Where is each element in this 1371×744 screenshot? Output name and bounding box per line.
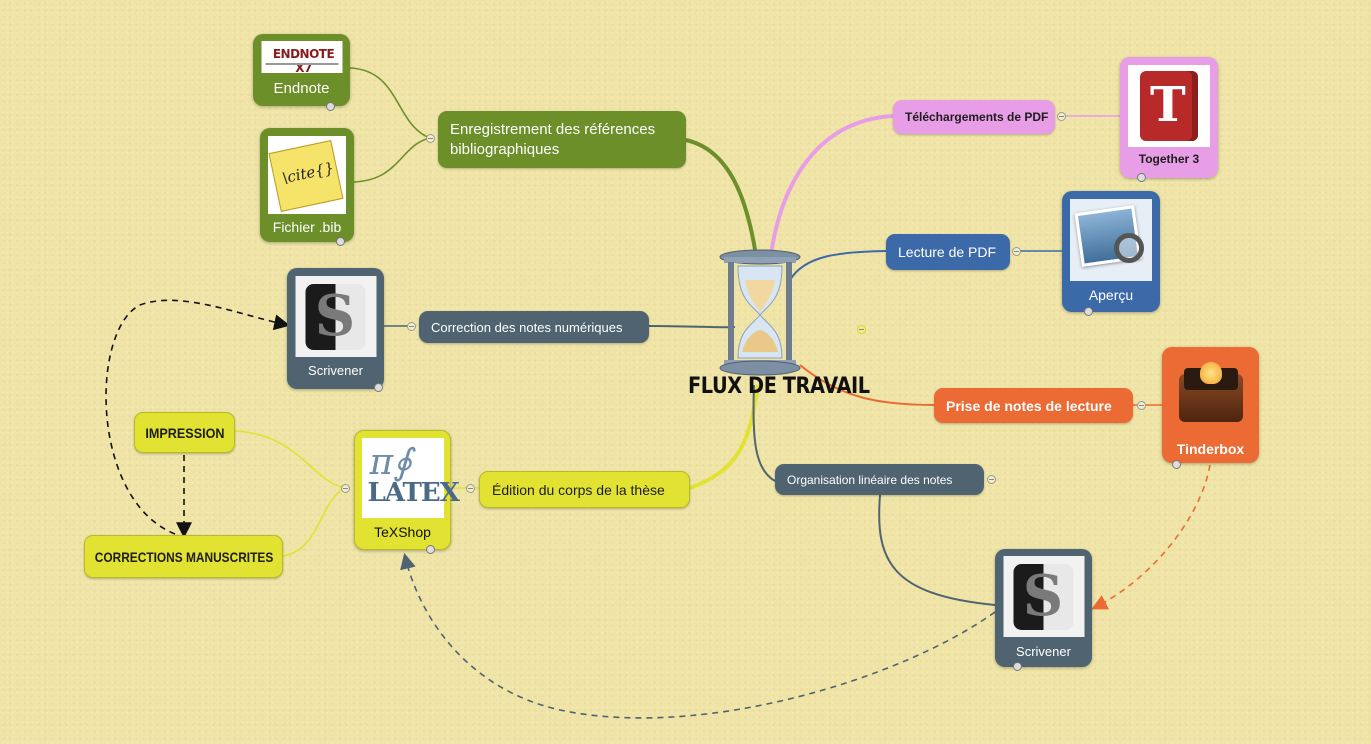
app-endnote-label: Endnote bbox=[273, 80, 330, 97]
tinderbox-icon bbox=[1169, 354, 1252, 432]
app-together-label: Together 3 bbox=[1138, 152, 1200, 166]
arrow-tinderbox-to-scrivener bbox=[1091, 464, 1211, 610]
app-together[interactable]: T Together 3 bbox=[1120, 57, 1218, 178]
node-organisation-label: Organisation linéaire des notes bbox=[787, 472, 953, 487]
conn-bib bbox=[353, 137, 431, 183]
branch-edition bbox=[689, 384, 760, 490]
branch-references bbox=[685, 138, 759, 263]
branch-telechargement bbox=[768, 114, 894, 263]
branch-organisation bbox=[752, 384, 776, 482]
node-organisation[interactable]: Organisation linéaire des notes bbox=[775, 464, 984, 495]
conn-corrections bbox=[282, 487, 346, 557]
attachment-icon[interactable] bbox=[1084, 307, 1093, 316]
scrivener-icon: S bbox=[295, 276, 376, 357]
app-scrivener-top[interactable]: S Scrivener bbox=[287, 268, 384, 389]
collapse-toggle[interactable] bbox=[987, 475, 996, 484]
conn-organisation bbox=[878, 494, 996, 606]
node-lecture[interactable]: Lecture de PDF bbox=[886, 234, 1010, 270]
node-telechargement[interactable]: Téléchargements de PDF bbox=[893, 100, 1055, 134]
scrivener-icon: S bbox=[1003, 556, 1084, 637]
arrow-scrivener-to-texshop bbox=[400, 552, 996, 719]
node-edition-label: Édition du corps de la thèse bbox=[492, 481, 665, 498]
node-corrections-label: CORRECTIONS MANUSCRITES bbox=[94, 548, 273, 565]
latex-icon: π∮ LATEX bbox=[361, 438, 460, 518]
preview-icon bbox=[1070, 199, 1152, 281]
node-edition[interactable]: Édition du corps de la thèse bbox=[479, 471, 690, 508]
collapse-toggle[interactable] bbox=[407, 322, 416, 331]
collapse-toggle[interactable] bbox=[426, 134, 435, 143]
app-fichier-bib[interactable]: \cite{} Fichier .bib bbox=[260, 128, 354, 242]
app-scrivener-bottom-label: Scrivener bbox=[1016, 644, 1071, 659]
collapse-toggle[interactable] bbox=[466, 484, 475, 493]
together-icon: T bbox=[1128, 65, 1210, 147]
branch-lecture bbox=[789, 250, 887, 281]
node-references[interactable]: Enregistrement des références bibliograp… bbox=[438, 111, 686, 168]
node-impression[interactable]: IMPRESSION bbox=[134, 412, 235, 453]
app-texshop[interactable]: π∮ LATEX TeXShop bbox=[354, 430, 460, 550]
app-scrivener-bottom[interactable]: S Scrivener bbox=[995, 549, 1092, 667]
app-scrivener-top-label: Scrivener bbox=[308, 363, 363, 378]
attachment-icon[interactable] bbox=[1013, 662, 1022, 671]
node-correction-label: Correction des notes numériques bbox=[431, 319, 623, 335]
conn-endnote bbox=[349, 67, 431, 139]
collapse-toggle[interactable] bbox=[1057, 112, 1066, 121]
node-prise-notes-label: Prise de notes de lecture bbox=[946, 397, 1112, 414]
endnote-logo-icon: ENDNOTE X7 bbox=[261, 41, 342, 75]
app-apercu[interactable]: Aperçu bbox=[1062, 191, 1160, 312]
central-title[interactable]: FLUX DE TRAVAIL bbox=[688, 374, 870, 399]
node-corrections-manuscrites[interactable]: CORRECTIONS MANUSCRITES bbox=[84, 535, 283, 578]
collapse-toggle[interactable] bbox=[1012, 247, 1021, 256]
conn-impression bbox=[234, 430, 346, 489]
collapse-toggle[interactable] bbox=[341, 484, 350, 493]
app-texshop-label: TeXShop bbox=[374, 524, 431, 540]
collapse-toggle[interactable] bbox=[1137, 401, 1146, 410]
node-prise-notes[interactable]: Prise de notes de lecture bbox=[934, 388, 1133, 423]
hourglass-icon bbox=[719, 249, 801, 376]
node-lecture-label: Lecture de PDF bbox=[898, 244, 997, 260]
app-fichier-bib-label: Fichier .bib bbox=[272, 219, 342, 235]
arrow-corrections-to-scrivener bbox=[105, 299, 291, 535]
attachment-icon[interactable] bbox=[336, 237, 345, 246]
attachment-icon[interactable] bbox=[374, 383, 383, 392]
attachment-icon[interactable] bbox=[1172, 460, 1181, 469]
node-references-label: Enregistrement des références bibliograp… bbox=[450, 120, 656, 158]
branch-prise bbox=[799, 364, 935, 406]
app-endnote[interactable]: ENDNOTE X7 Endnote bbox=[253, 34, 350, 106]
endnote-logo-text: ENDNOTE X7 bbox=[272, 47, 335, 75]
app-tinderbox-label: Tinderbox bbox=[1176, 441, 1245, 457]
node-impression-label: IMPRESSION bbox=[144, 424, 225, 441]
node-telechargement-label: Téléchargements de PDF bbox=[905, 110, 1049, 124]
node-correction[interactable]: Correction des notes numériques bbox=[419, 311, 649, 343]
attachment-icon[interactable] bbox=[1137, 173, 1146, 182]
app-tinderbox[interactable]: Tinderbox bbox=[1162, 347, 1259, 463]
collapse-toggle[interactable] bbox=[857, 325, 866, 334]
attachment-icon[interactable] bbox=[326, 102, 335, 111]
app-apercu-label: Aperçu bbox=[1088, 287, 1134, 303]
attachment-icon[interactable] bbox=[426, 545, 435, 554]
branch-correction bbox=[648, 325, 736, 329]
cite-notepad-icon: \cite{} bbox=[268, 136, 346, 214]
